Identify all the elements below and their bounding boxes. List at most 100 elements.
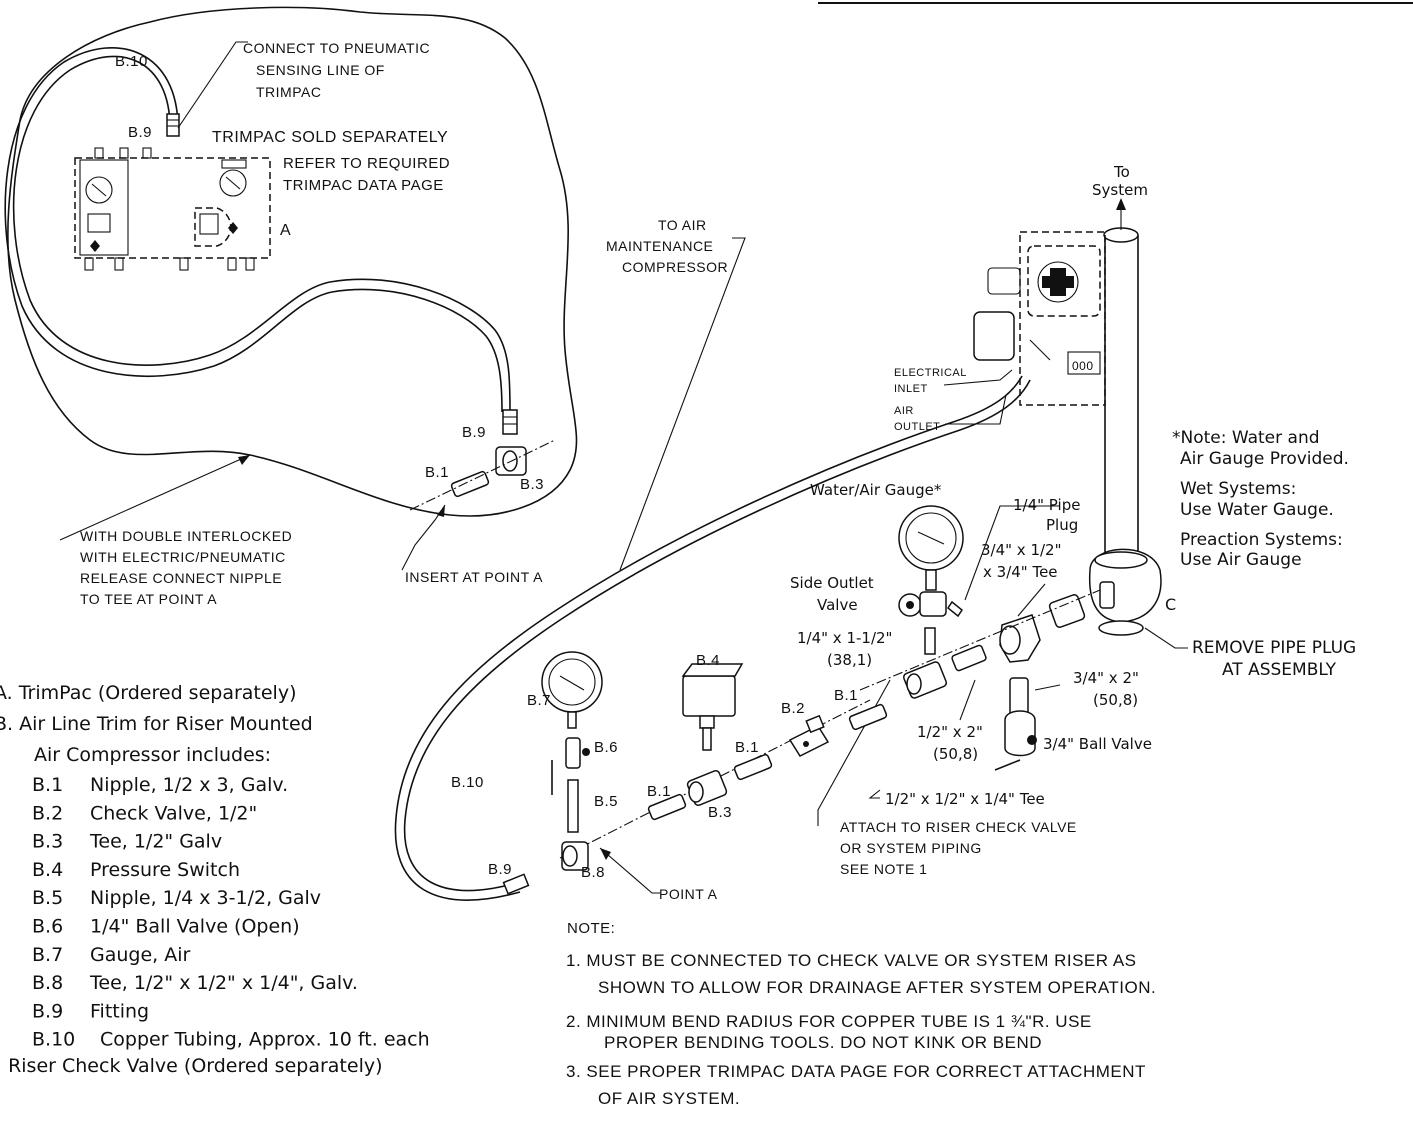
svg-text:2. MINIMUM BEND RADIUS FOR COP: 2. MINIMUM BEND RADIUS FOR COPPER TUBE I…	[566, 1012, 1092, 1031]
legend-item-id: B.3	[32, 831, 63, 853]
label-b2: B.2	[781, 700, 805, 717]
label-b1-inner: B.1	[425, 464, 449, 481]
label-to-air-1: TO AIR	[658, 217, 707, 233]
legend-item-id: B.7	[32, 944, 63, 966]
legend-item-text: Tee, 1/2" Galv	[89, 831, 222, 853]
b6-ball-valve	[551, 737, 590, 795]
label-b1-c: B.1	[647, 783, 671, 800]
label-b9-low: B.9	[488, 861, 512, 878]
b1-nipples	[647, 703, 888, 821]
b8-tee	[561, 841, 589, 871]
label-connect-1: CONNECT TO PNEUMATIC	[243, 40, 430, 56]
label-b1-b: B.1	[735, 739, 759, 756]
legend-item-id: B.8	[32, 972, 63, 994]
label-nip12-2: (50,8)	[933, 745, 978, 763]
air-compressor: 000	[973, 231, 1106, 406]
svg-text:A. TrimPac (Ordered separately: A. TrimPac (Ordered separately)	[0, 682, 297, 704]
svg-text:Air Gauge Provided.: Air Gauge Provided.	[1180, 449, 1349, 469]
copper-tube-top-inner	[4, 47, 503, 413]
svg-text:Use Air Gauge: Use Air Gauge	[1180, 550, 1302, 570]
detail-cloud-outline	[7, 6, 578, 517]
label-b3: B.3	[708, 804, 732, 821]
label-electrical-2: INLET	[894, 383, 928, 395]
legend-item-text: Nipple, 1/4 x 3-1/2, Galv	[90, 887, 321, 909]
b3-inner-tee	[495, 446, 527, 476]
label-double-1: WITH DOUBLE INTERLOCKED	[80, 528, 292, 544]
label-refer-2: TRIMPAC DATA PAGE	[283, 177, 444, 194]
legend-item-id: B.2	[32, 802, 63, 824]
legend-item-text: Copper Tubing, Approx. 10 ft. each	[100, 1029, 430, 1051]
label-to-system-1: To	[1113, 163, 1130, 181]
pressure-switch	[681, 663, 744, 751]
label-connect-3: TRIMPAC	[256, 84, 321, 100]
tee-half-quarter	[902, 661, 948, 699]
svg-text:PROPER BENDING TOOLS. DO NOT K: PROPER BENDING TOOLS. DO NOT KINK OR BEN…	[604, 1033, 1042, 1052]
label-side-outlet-2: Valve	[817, 596, 858, 614]
label-ball34: 3/4" Ball Valve	[1043, 735, 1152, 753]
label-a: A	[280, 222, 291, 239]
label-nip34-1: 3/4" x 2"	[1073, 669, 1139, 687]
legend-item-id: B.5	[32, 887, 63, 909]
label-to-system-2: System	[1092, 181, 1148, 199]
label-b4: B.4	[696, 652, 720, 669]
label-b9-top: B.9	[128, 124, 152, 141]
label-nip12-1: 1/2" x 2"	[917, 723, 983, 741]
label-b8: B.8	[581, 864, 605, 881]
side-note: *Note: Water and Air Gauge Provided. Wet…	[1172, 428, 1349, 570]
label-to-air-2: MAINTENANCE	[606, 238, 713, 254]
label-tee34-2: x 3/4" Tee	[983, 563, 1058, 581]
label-point-a: POINT A	[659, 886, 718, 902]
legend-item-id: B.10	[32, 1029, 75, 1051]
svg-text:SHOWN TO ALLOW FOR DRAINAGE AF: SHOWN TO ALLOW FOR DRAINAGE AFTER SYSTEM…	[598, 978, 1156, 997]
svg-text:*Note: Water and: *Note: Water and	[1172, 428, 1320, 448]
label-tee34-1: 3/4" x 1/2"	[981, 541, 1062, 559]
label-b3-inner: B.3	[520, 476, 544, 493]
svg-text:Use Water Gauge.: Use Water Gauge.	[1180, 500, 1334, 520]
label-trimpac-sold: TRIMPAC SOLD SEPARATELY	[212, 129, 448, 146]
svg-text:OF AIR SYSTEM.: OF AIR SYSTEM.	[598, 1089, 740, 1108]
label-nip34-2: (50,8)	[1093, 691, 1138, 709]
legend-item-id: B.1	[32, 774, 63, 796]
label-remove-2: AT ASSEMBLY	[1222, 660, 1337, 680]
legend-item-text: Check Valve, 1/2"	[90, 802, 257, 824]
svg-text:B. Air Line Trim for Riser Mou: B. Air Line Trim for Riser Mounted	[0, 713, 313, 735]
svg-text:Wet Systems:: Wet Systems:	[1180, 479, 1296, 499]
legend-item-id: B.9	[32, 1000, 63, 1022]
label-b7: B.7	[527, 692, 551, 709]
legend-item-text: Fitting	[90, 1000, 149, 1022]
b1-inner-nipple	[450, 470, 490, 498]
copper-tube-long	[403, 379, 1031, 892]
b7-gauge	[541, 651, 603, 729]
label-gauge-wa: Water/Air Gauge*	[810, 481, 942, 499]
label-attach-3: SEE NOTE 1	[840, 861, 927, 877]
label-b10-top: B.10	[115, 53, 148, 70]
b9-top-fitting	[166, 113, 180, 137]
label-double-4: TO TEE AT POINT A	[80, 591, 217, 607]
trimpac-box	[74, 157, 271, 259]
svg-text:Air Compressor includes:: Air Compressor includes:	[34, 744, 271, 766]
label-refer-1: REFER TO REQUIRED	[283, 155, 450, 172]
svg-text:Preaction Systems:: Preaction Systems:	[1180, 530, 1343, 550]
label-b9-inner: B.9	[462, 424, 486, 441]
label-c: C	[1165, 595, 1176, 614]
label-b5: B.5	[594, 793, 618, 810]
label-b1-a: B.1	[834, 687, 858, 704]
legend-item-text: 1/4" Ball Valve (Open)	[90, 916, 300, 938]
label-nip14-1: 1/4" x 1-1/2"	[797, 629, 892, 647]
tee-3-4	[999, 614, 1041, 663]
copper-tube-long-inner	[394, 375, 1023, 901]
b5-nipple	[567, 779, 579, 833]
label-double-2: WITH ELECTRIC/PNEUMATIC	[80, 549, 286, 565]
ball-valve-3-4	[994, 677, 1037, 771]
b9-low-fitting	[502, 873, 530, 895]
water-air-gauge	[898, 505, 964, 591]
parts-legend: A. TrimPac (Ordered separately) B. Air L…	[0, 682, 430, 1077]
nipple-3-4	[1048, 594, 1086, 628]
label-air-outlet-1: AIR	[894, 405, 914, 417]
svg-text:1. MUST BE CONNECTED TO CHECK: 1. MUST BE CONNECTED TO CHECK VALVE OR S…	[566, 951, 1137, 970]
b9-inner-fitting	[502, 409, 518, 435]
label-pipe-plug-2: Plug	[1046, 516, 1078, 534]
label-attach-2: OR SYSTEM PIPING	[840, 840, 982, 856]
svg-text:000: 000	[1072, 359, 1094, 373]
svg-text:. Riser Check Valve (Ordered s: . Riser Check Valve (Ordered separately)	[0, 1055, 383, 1077]
